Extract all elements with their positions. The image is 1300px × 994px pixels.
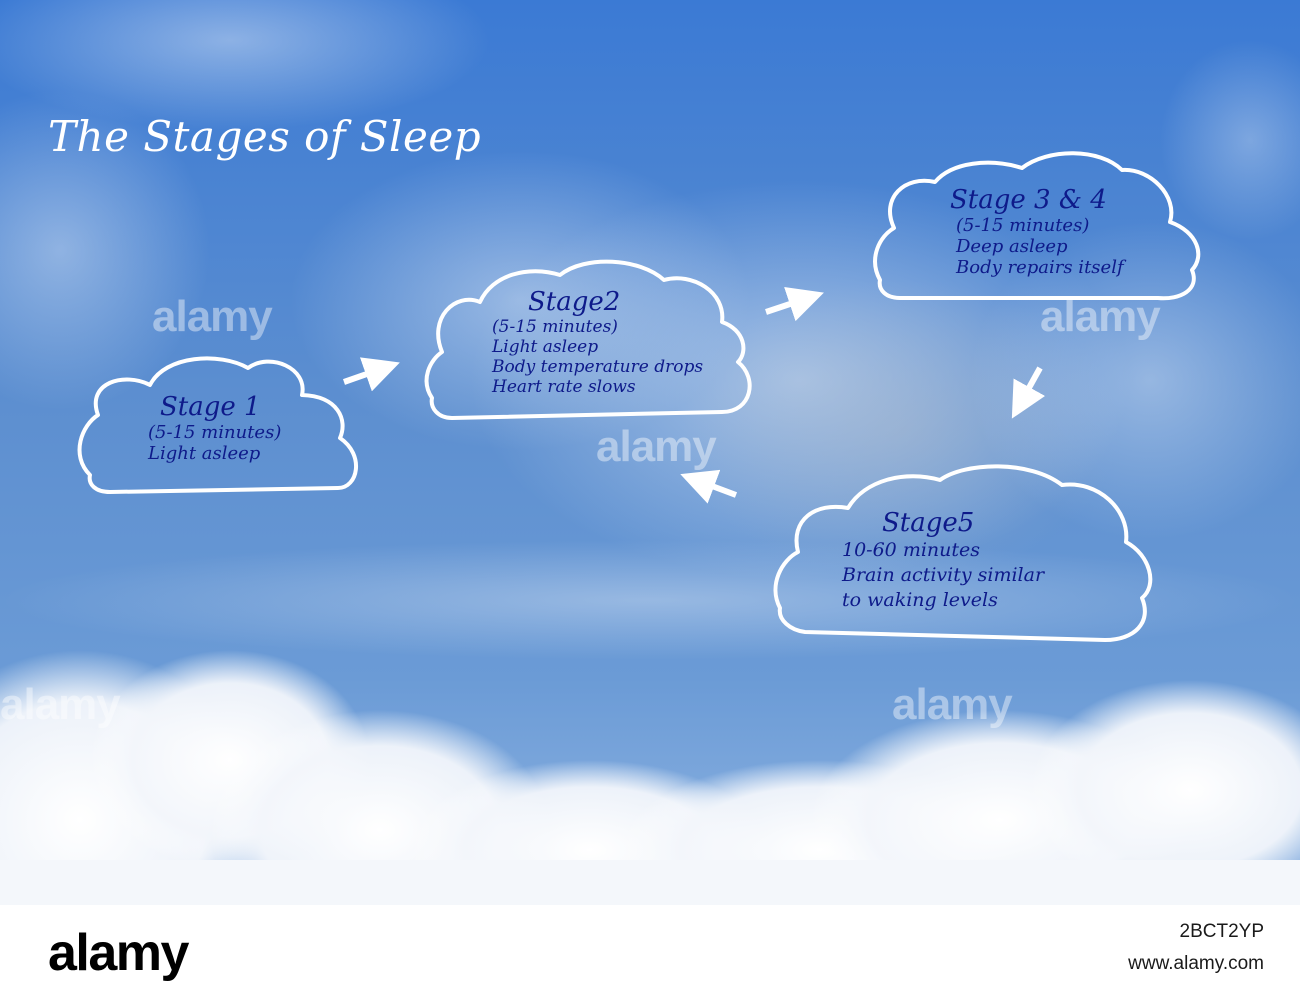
site-url: www.alamy.com bbox=[1128, 953, 1264, 974]
stage-2-line-1: (5-15 minutes) bbox=[492, 317, 618, 337]
watermark: alamy bbox=[1040, 292, 1161, 341]
stage-2-cloud-outline bbox=[424, 259, 752, 420]
stage-1-text: Stage 1 (5-15 minutes) Light asleep bbox=[148, 392, 281, 464]
stage-1-heading: Stage 1 bbox=[160, 392, 261, 422]
stage-2-text: Stage2 (5-15 minutes) Light asleep Body … bbox=[492, 287, 703, 397]
stage-3-4-line-3: Body repairs itself bbox=[956, 257, 1124, 278]
arrow-stage2-to-stage3 bbox=[765, 286, 824, 322]
stage-2-line-3: Body temperature drops bbox=[492, 357, 704, 377]
stage-5-heading: Stage5 bbox=[882, 508, 975, 538]
stage-3-4-heading: Stage 3 & 4 bbox=[950, 185, 1107, 215]
sky-background bbox=[0, 0, 1300, 905]
stage-3-4-cloud-outline bbox=[873, 151, 1201, 301]
watermark: alamy bbox=[596, 422, 717, 471]
stage-5-line-2: Brain activity similar bbox=[842, 564, 1045, 586]
stage-1-line-1: (5-15 minutes) bbox=[148, 422, 282, 443]
stage-1-cloud-outline bbox=[77, 356, 358, 494]
stage-5-line-1: 10-60 minutes bbox=[842, 539, 981, 561]
stage-5-text: Stage5 10-60 minutes Brain activity simi… bbox=[842, 508, 1044, 613]
stage-2-heading: Stage2 bbox=[528, 287, 621, 317]
image-id: 2BCT2YP bbox=[1179, 921, 1264, 942]
diagram-title: The Stages of Sleep bbox=[48, 112, 482, 161]
stock-footer: alamy 2BCT2YP www.alamy.com bbox=[0, 905, 1300, 994]
arrow-stage1-to-stage2 bbox=[343, 357, 400, 392]
stage-3-4-text: Stage 3 & 4 (5-15 minutes) Deep asleep B… bbox=[950, 185, 1124, 278]
stage-3-4-line-1: (5-15 minutes) bbox=[956, 215, 1090, 236]
watermark: alamy bbox=[152, 292, 273, 341]
stage-5-line-3: to waking levels bbox=[842, 589, 998, 611]
alamy-logo: alamy bbox=[48, 924, 189, 982]
stage-3-4-line-2: Deep asleep bbox=[956, 236, 1068, 257]
stage-1-line-2: Light asleep bbox=[148, 443, 261, 464]
stage-2-line-4: Heart rate slows bbox=[492, 377, 636, 397]
bottom-cloud-bank bbox=[0, 650, 1300, 905]
arrow-stage5-to-stage2 bbox=[680, 469, 738, 504]
arrow-stage3-to-stage5 bbox=[1011, 366, 1046, 419]
watermark: alamy bbox=[892, 680, 1013, 729]
diagram-canvas: The Stages of Sleep Stage 1 (5-15 minute… bbox=[0, 0, 1300, 905]
stage-5-cloud-outline bbox=[773, 464, 1153, 642]
watermark: alamy bbox=[0, 680, 121, 729]
stage-2-line-2: Light asleep bbox=[492, 337, 599, 357]
